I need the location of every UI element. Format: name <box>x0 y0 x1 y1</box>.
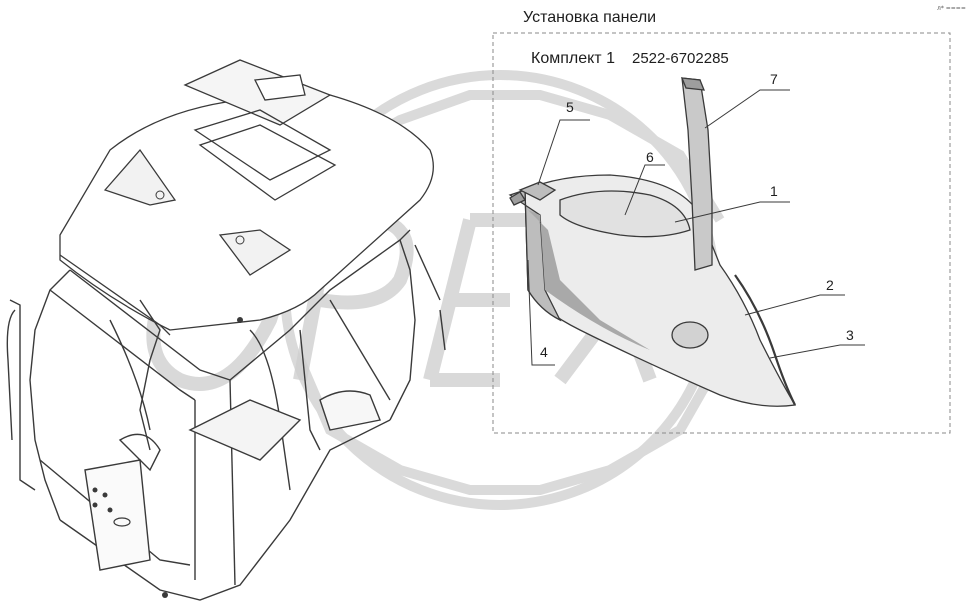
leader-2 <box>744 294 845 316</box>
cabin-details <box>92 190 245 598</box>
cabin-hatch <box>183 59 337 201</box>
cabin-frame <box>6 229 446 601</box>
corner-mark: л* ==== <box>937 5 966 12</box>
kit-label: Комплект 1 <box>531 50 615 67</box>
leader-1 <box>674 201 790 223</box>
panel-main-body <box>524 174 797 407</box>
panel-front-face <box>508 189 562 322</box>
cabin-roof <box>59 94 434 336</box>
leader-4 <box>527 259 555 366</box>
callout-5: 5 <box>566 99 574 115</box>
panel-round-port <box>671 321 709 349</box>
pillar <box>681 77 713 271</box>
leader-3 <box>769 344 865 359</box>
diagram-title: Установка панели <box>523 9 657 26</box>
leader-6 <box>624 164 665 216</box>
leader-5 <box>537 119 590 186</box>
leader-lines <box>527 89 865 366</box>
kit-number: 2522-6702285 <box>632 50 729 67</box>
callout-3: 3 <box>846 327 854 343</box>
callout-4: 4 <box>540 344 548 360</box>
callout-6: 6 <box>646 149 654 165</box>
callout-7: 7 <box>770 71 778 87</box>
kit-frame <box>492 32 951 434</box>
callout-1: 1 <box>770 183 778 199</box>
panel-assembly <box>508 77 797 407</box>
bracket <box>518 181 557 201</box>
leader-7 <box>704 89 790 129</box>
callout-2: 2 <box>826 277 834 293</box>
panel-edge-strip <box>734 274 796 406</box>
